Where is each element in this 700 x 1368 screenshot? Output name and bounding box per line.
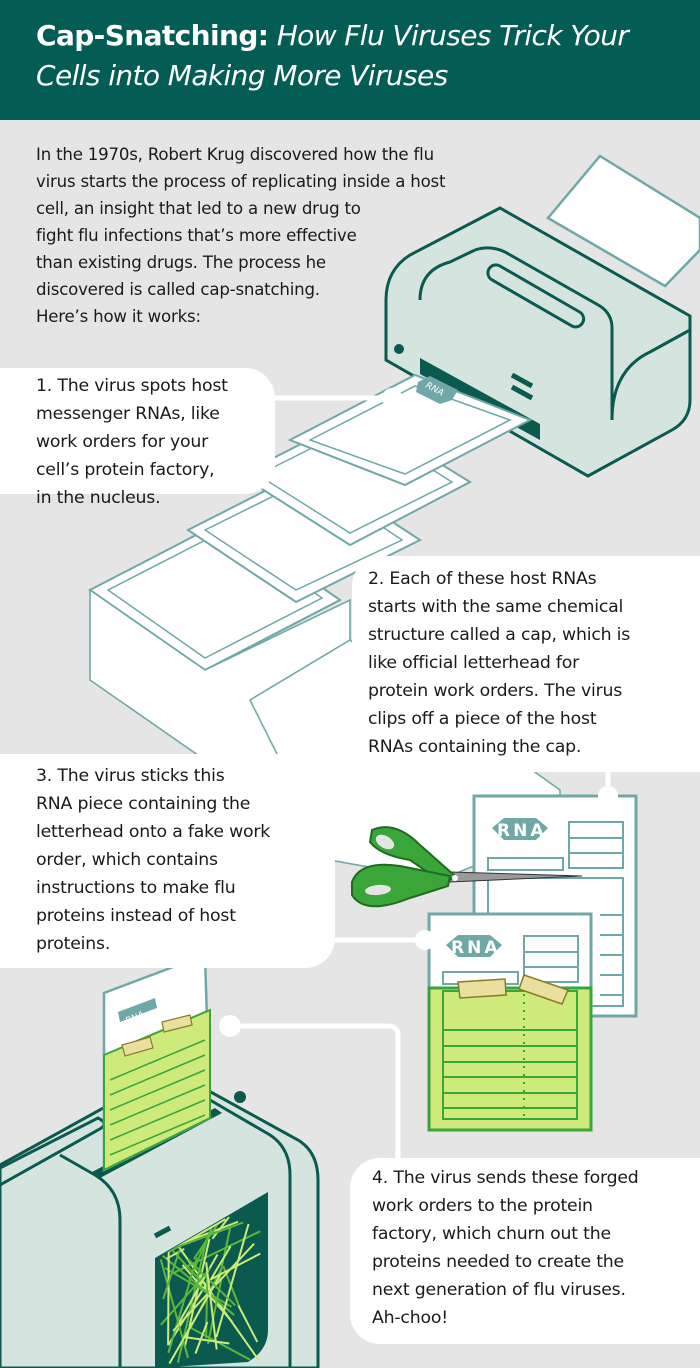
step-4-callout: 4. The virus sends these forged work ord… bbox=[350, 1158, 700, 1344]
step-line: proteins instead of host bbox=[36, 906, 236, 926]
step-line: order, which contains bbox=[36, 850, 218, 870]
step-line: RNAs containing the cap. bbox=[368, 737, 582, 757]
step-line: like official letterhead for bbox=[368, 653, 580, 673]
step-line: factory, which churn out the bbox=[372, 1224, 611, 1244]
step-line: 2. Each of these host RNAs bbox=[368, 569, 597, 589]
step-line: clips off a piece of the host bbox=[368, 709, 597, 729]
intro-line: In the 1970s, Robert Krug discovered how… bbox=[36, 145, 434, 164]
step-3-callout: 3. The virus sticks this RNA piece conta… bbox=[0, 754, 335, 968]
step-line: next generation of flu viruses. bbox=[372, 1280, 626, 1300]
shredded-strand bbox=[217, 1225, 232, 1281]
shredded-strand bbox=[205, 1252, 261, 1283]
shredded-strand bbox=[215, 1223, 250, 1338]
step-line: 3. The virus sticks this bbox=[36, 766, 225, 786]
title-italic-line1: How Flu Viruses Trick Your bbox=[276, 19, 629, 52]
step-line: letterhead onto a fake work bbox=[36, 822, 271, 842]
step-line: 4. The virus sends these forged bbox=[372, 1168, 639, 1188]
step-line: protein work orders. The virus bbox=[368, 681, 623, 701]
step-line: cell’s protein factory, bbox=[36, 460, 215, 480]
step-1-callout: 1. The virus spots host messenger RNAs, … bbox=[0, 368, 275, 508]
rna-documents-illustration: RNA RNA bbox=[351, 794, 638, 1132]
shredded-strand bbox=[206, 1277, 223, 1345]
step-line: Ah-choo! bbox=[372, 1308, 448, 1328]
step-line: work orders to the protein bbox=[372, 1196, 593, 1216]
rna-badge-text: RNA bbox=[497, 821, 546, 841]
protein-factory-illustration: RNA bbox=[0, 953, 320, 1368]
tape-icon bbox=[518, 974, 570, 1005]
shredded-strand bbox=[205, 1262, 218, 1350]
shredded-strand bbox=[205, 1272, 209, 1339]
step-line: messenger RNAs, like bbox=[36, 404, 220, 424]
title-bold: Cap-Snatching: bbox=[36, 19, 269, 52]
step-line: instructions to make flu bbox=[36, 878, 236, 898]
shredded-strand bbox=[167, 1252, 170, 1346]
printer-illustration bbox=[384, 154, 700, 478]
step-line: 1. The virus spots host bbox=[36, 376, 228, 396]
step-line: RNA piece containing the bbox=[36, 794, 251, 814]
connector-dots bbox=[219, 388, 618, 1037]
step-line: proteins needed to create the bbox=[372, 1252, 624, 1272]
rna-badge-text: RNA bbox=[451, 938, 500, 958]
shredded-strand bbox=[176, 1221, 244, 1249]
title-italic-line2: Cells into Making More Viruses bbox=[36, 59, 448, 92]
tape-icon bbox=[121, 1036, 154, 1057]
step-line: structure called a cap, which is bbox=[368, 625, 631, 645]
shredded-strand bbox=[201, 1218, 227, 1234]
page-title: Cap-Snatching: How Flu Viruses Trick You… bbox=[0, 0, 700, 120]
intro-line: fight flu infections that’s more effecti… bbox=[36, 226, 357, 245]
intro-line: discovered is called cap-snatching. bbox=[36, 280, 320, 299]
tape-icon bbox=[457, 978, 507, 999]
scissors-icon bbox=[351, 826, 583, 908]
intro-line: virus starts the process of replicating … bbox=[36, 172, 446, 191]
step-line: starts with the same chemical bbox=[368, 597, 624, 617]
shredded-strand bbox=[237, 1305, 259, 1343]
shredded-strand bbox=[168, 1245, 179, 1253]
shredded-strand bbox=[183, 1336, 230, 1345]
intro-line: than existing drugs. The process he bbox=[36, 253, 326, 272]
step-line: work orders for your bbox=[36, 432, 209, 452]
step-line: in the nucleus. bbox=[36, 488, 161, 508]
step-line: proteins. bbox=[36, 934, 111, 954]
shredded-strand bbox=[172, 1242, 255, 1332]
shredded-strand bbox=[187, 1325, 251, 1361]
shredded-strand bbox=[187, 1258, 236, 1307]
shredded-strand bbox=[172, 1230, 261, 1275]
intro-line: Here’s how it works: bbox=[36, 307, 201, 326]
step-2-callout: 2. Each of these host RNAs starts with t… bbox=[352, 556, 700, 772]
intro-line: cell, an insight that led to a new drug … bbox=[36, 199, 361, 218]
shredded-strand bbox=[162, 1249, 181, 1300]
tape-icon bbox=[161, 1014, 193, 1033]
shredded-strand bbox=[194, 1321, 209, 1354]
intro-paragraph: In the 1970s, Robert Krug discovered how… bbox=[36, 141, 526, 330]
shredded-strand bbox=[164, 1267, 233, 1308]
